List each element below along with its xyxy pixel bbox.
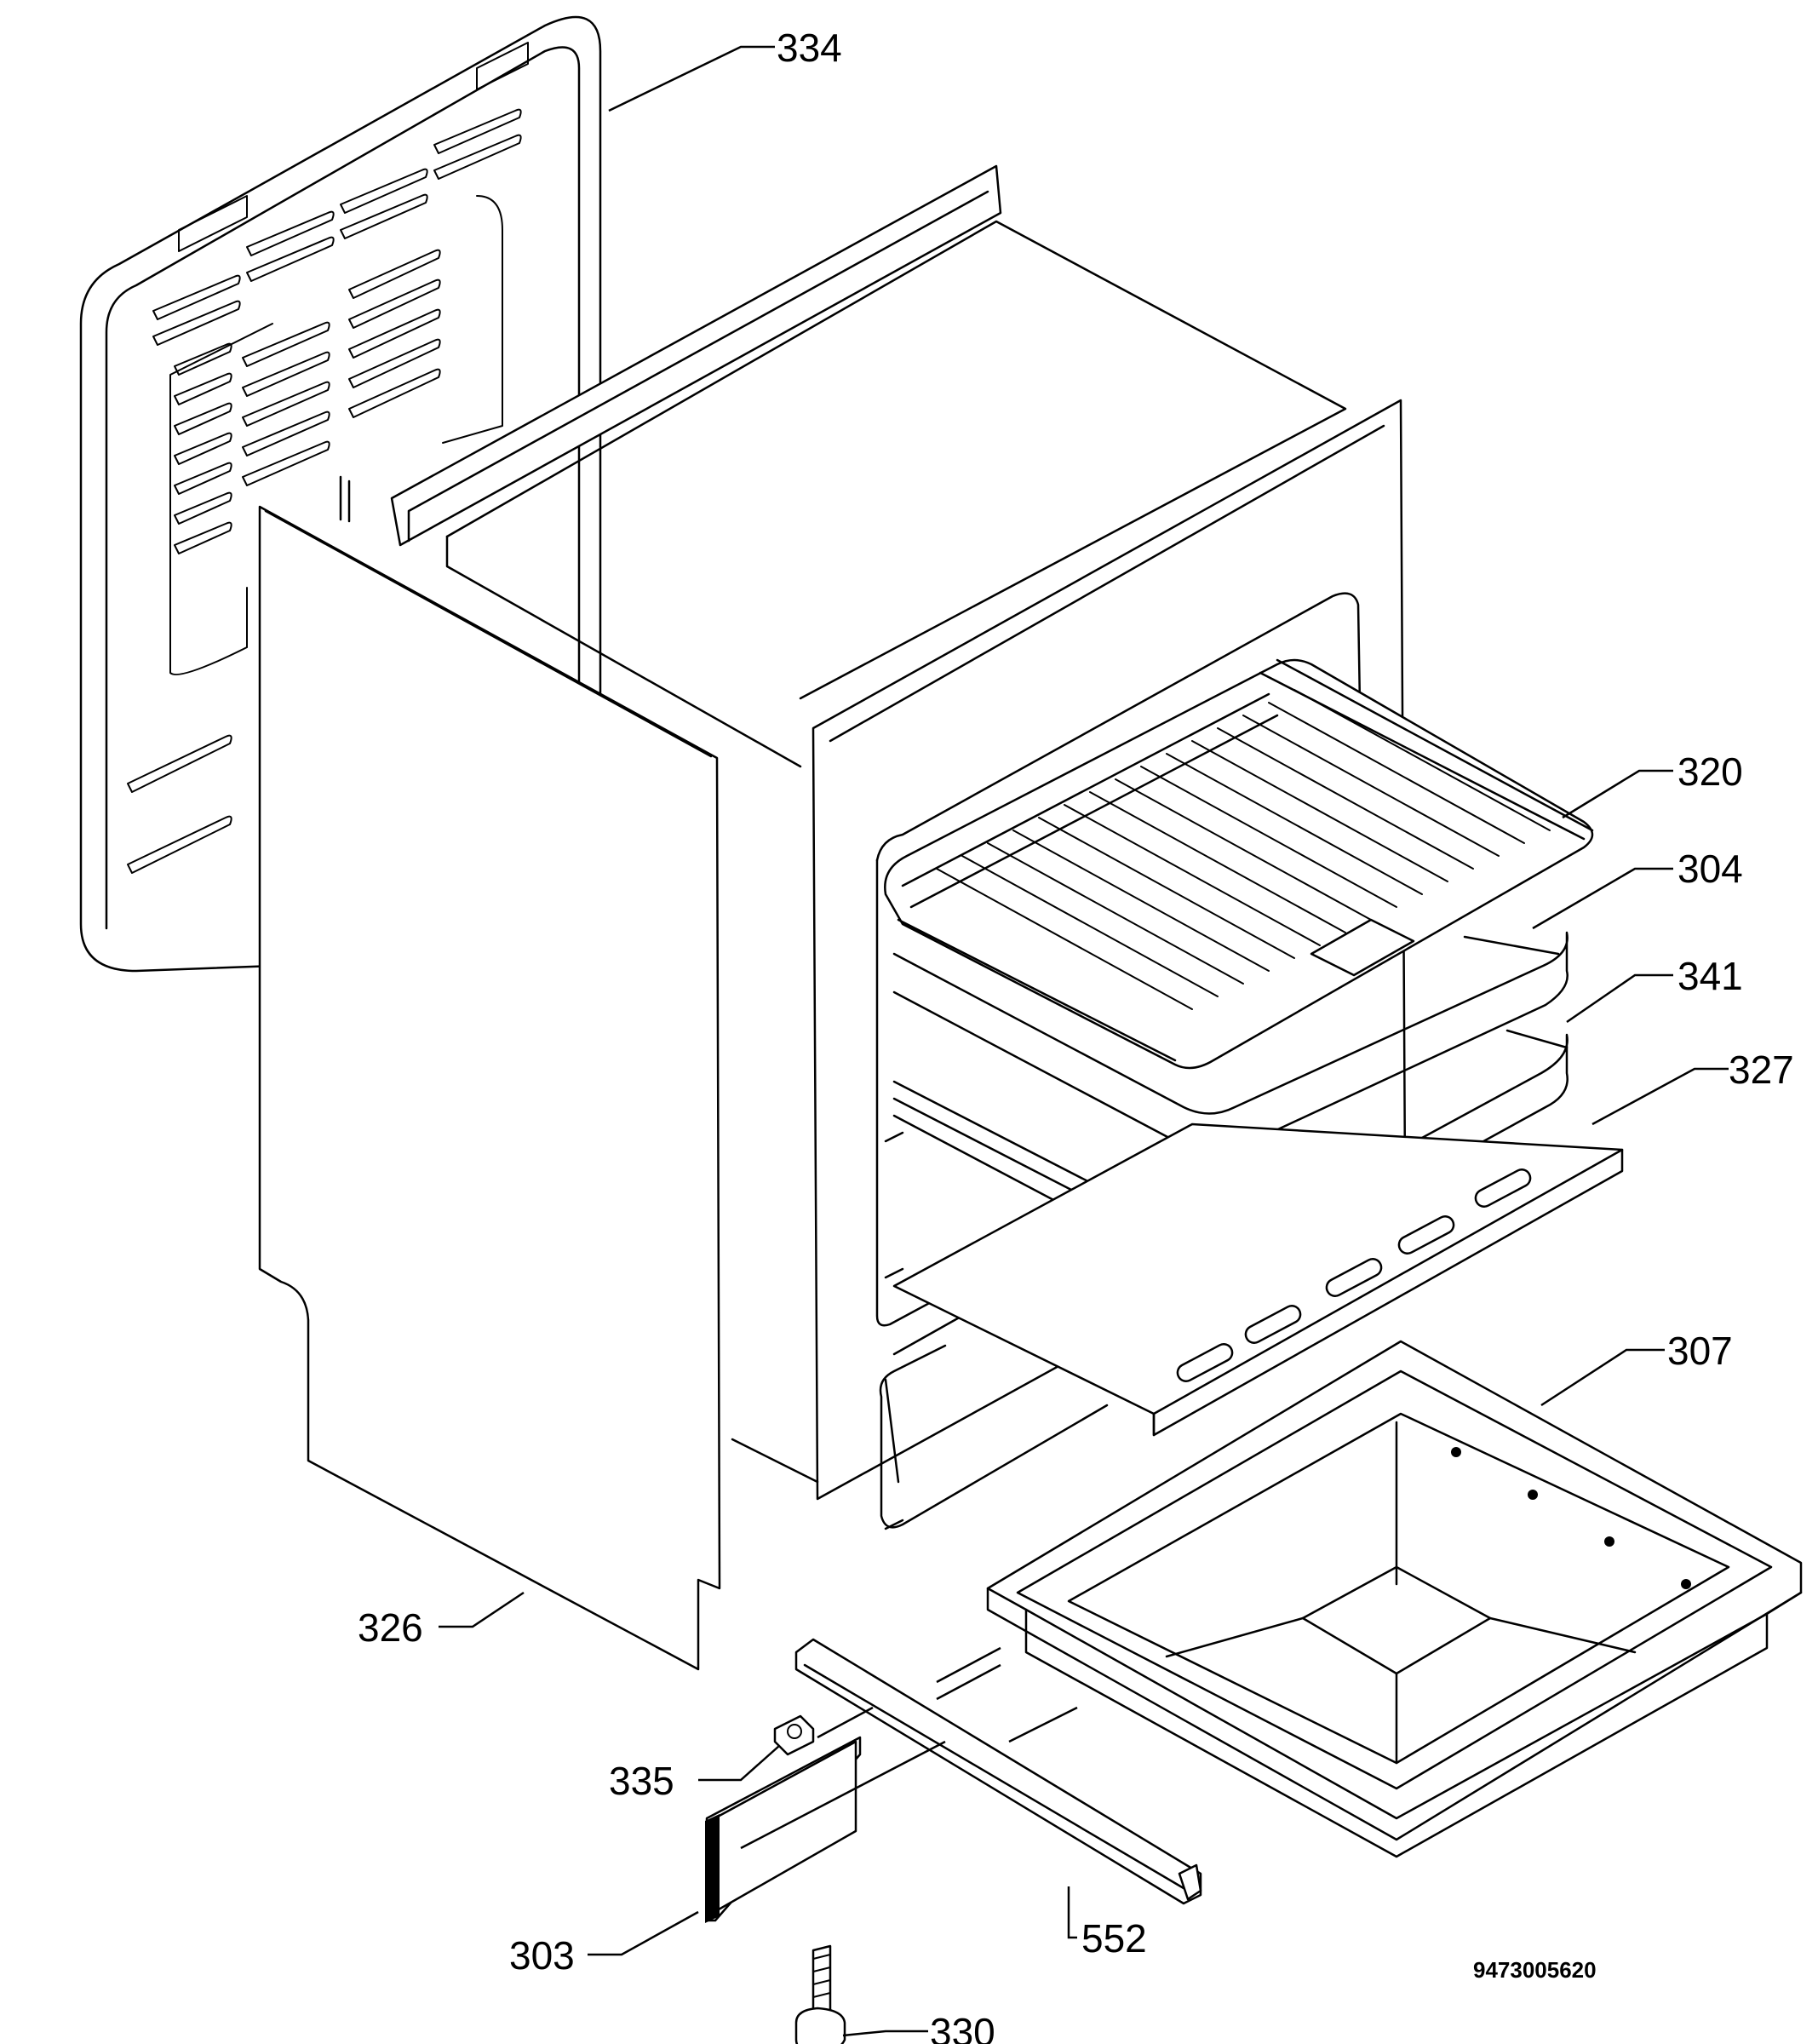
callout-labels: 334 320 304 341 327 307 326 335 303 552 … [358, 26, 1794, 2044]
drawer-part [986, 1340, 1803, 1858]
callout-326: 326 [358, 1605, 423, 1650]
callout-334: 334 [777, 26, 842, 70]
callout-303: 303 [509, 1933, 575, 1978]
callout-341: 341 [1677, 954, 1743, 998]
nut-part [773, 1714, 815, 1756]
callout-330: 330 [930, 2010, 995, 2044]
document-number: 9473005620 [1473, 1957, 1597, 1983]
callout-552: 552 [1081, 1916, 1147, 1961]
leader-lines [439, 45, 1729, 2037]
bottom-plate-part [892, 1122, 1624, 1437]
side-panel-part [258, 475, 721, 1671]
callout-307: 307 [1667, 1329, 1733, 1373]
callout-327: 327 [1729, 1048, 1794, 1092]
runner-part [794, 1638, 1202, 1905]
front-strip-part [705, 1706, 946, 1923]
callout-335: 335 [609, 1759, 674, 1803]
callout-320: 320 [1677, 749, 1743, 794]
callout-304: 304 [1677, 847, 1743, 891]
screw-part [794, 1944, 846, 2044]
wire-shelf-part [884, 658, 1594, 1070]
